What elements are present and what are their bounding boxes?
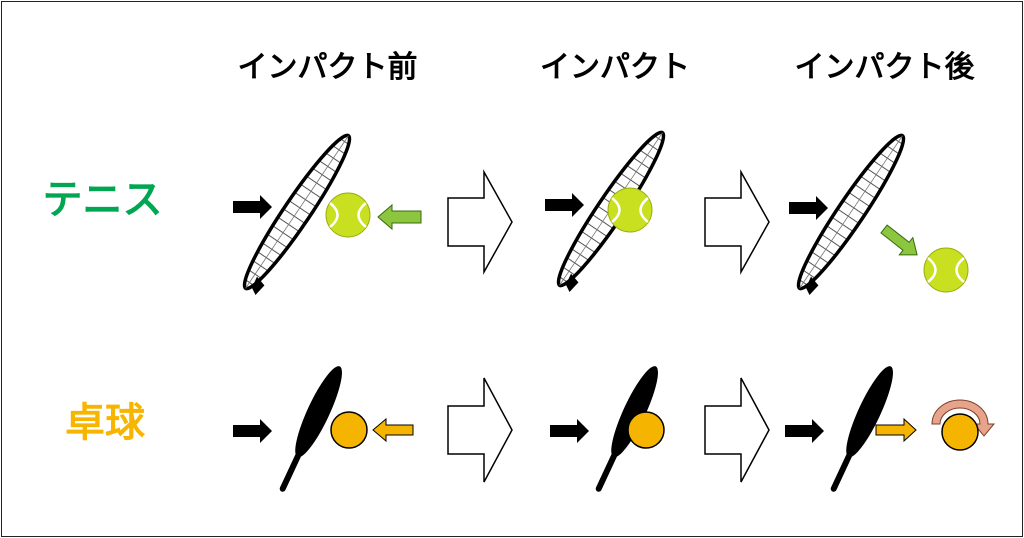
swing-arrow-icon	[545, 193, 584, 217]
table-tennis-ball-icon	[627, 411, 665, 449]
swing-arrow-icon	[233, 419, 272, 443]
transition-arrow	[704, 377, 770, 483]
transition-arrow	[447, 169, 513, 275]
swing-arrow-icon	[785, 419, 824, 443]
column-header-before-impact: インパクト前	[237, 50, 418, 85]
swing-arrow-icon	[550, 419, 589, 443]
tennis-ball-icon	[324, 191, 372, 239]
ball-incoming-arrow-icon	[372, 417, 414, 443]
swing-arrow-icon	[789, 196, 828, 220]
row-label-table-tennis: 卓球	[65, 400, 145, 446]
tennis-ball-icon	[922, 246, 970, 294]
ball-outgoing-arrow-icon	[875, 417, 917, 443]
transition-arrow	[447, 377, 513, 483]
row-label-tennis: テニス	[42, 177, 163, 223]
spin-arrow-icon	[931, 399, 996, 437]
tennis-ball-icon	[606, 186, 654, 234]
column-header-impact: インパクト	[540, 50, 690, 85]
transition-arrow	[704, 169, 770, 275]
swing-arrow-icon	[233, 195, 272, 219]
ball-outgoing-arrow-icon	[880, 224, 918, 256]
column-header-after-impact: インパクト後	[794, 50, 975, 85]
table-tennis-ball-icon	[941, 413, 979, 451]
table-tennis-ball-icon	[330, 411, 368, 449]
ball-incoming-arrow-icon	[377, 203, 422, 231]
